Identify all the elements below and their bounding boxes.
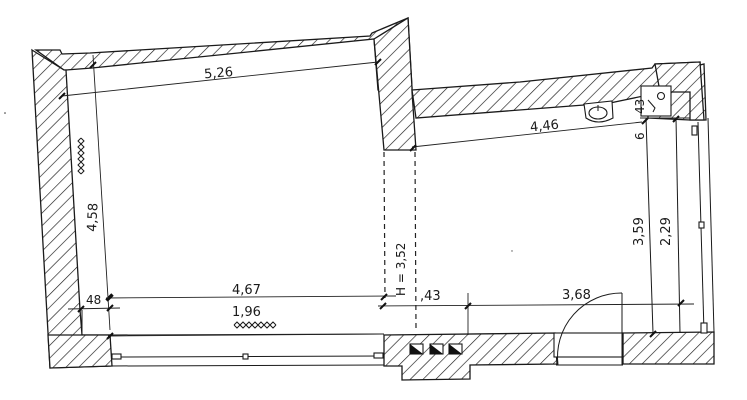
opening-line-right bbox=[414, 151, 417, 329]
wall-middle-pillar bbox=[373, 16, 417, 151]
wall-bottom-middle bbox=[383, 332, 558, 381]
dim-right-room-depth: 3,59 bbox=[632, 217, 647, 246]
door-frame bbox=[553, 332, 624, 358]
stray-mark bbox=[4, 112, 6, 114]
dim-left-room-width-top: 5,26 bbox=[204, 65, 234, 82]
dim-right-room-width-bottom: 3,68 bbox=[562, 288, 591, 303]
wc-icon bbox=[640, 85, 672, 117]
radiator-left-icon bbox=[77, 137, 85, 175]
radiator-bottom-icon bbox=[233, 321, 277, 329]
dimension-lines bbox=[58, 54, 695, 340]
washbasin-icon bbox=[583, 100, 614, 123]
right-room-lines bbox=[645, 117, 715, 334]
dim-left-room-width-bottom: 4,67 bbox=[232, 283, 261, 298]
dim-right-room-width-top: 4,46 bbox=[529, 118, 559, 136]
dim-corner-depth: 43 bbox=[633, 99, 647, 114]
window-bottom-left bbox=[109, 333, 385, 367]
ceiling-height-label: H = 3,52 bbox=[394, 243, 408, 296]
wall-bottom-right bbox=[622, 331, 715, 365]
dim-side-depth: 2,29 bbox=[659, 217, 674, 246]
door bbox=[553, 292, 624, 366]
wall-bottom-left-stub bbox=[47, 334, 113, 369]
opening-line-left bbox=[383, 151, 386, 299]
dim-opening-offset: ,43 bbox=[420, 289, 441, 304]
stray-mark bbox=[511, 250, 513, 252]
dim-small-offset: 6 bbox=[633, 132, 647, 140]
ventilation-ducts bbox=[409, 343, 463, 355]
door-swing-arc bbox=[557, 292, 623, 366]
wall-top-right bbox=[411, 61, 707, 121]
dimension-labels: 5,26 4,58 4,67 48 1,96 H = 3,52 ,43 4,46… bbox=[85, 65, 674, 320]
dim-left-wall-offset: 48 bbox=[86, 293, 101, 307]
dim-left-room-depth: 4,58 bbox=[85, 203, 101, 233]
walls bbox=[31, 16, 715, 381]
dim-window-width: 1,96 bbox=[232, 305, 261, 320]
